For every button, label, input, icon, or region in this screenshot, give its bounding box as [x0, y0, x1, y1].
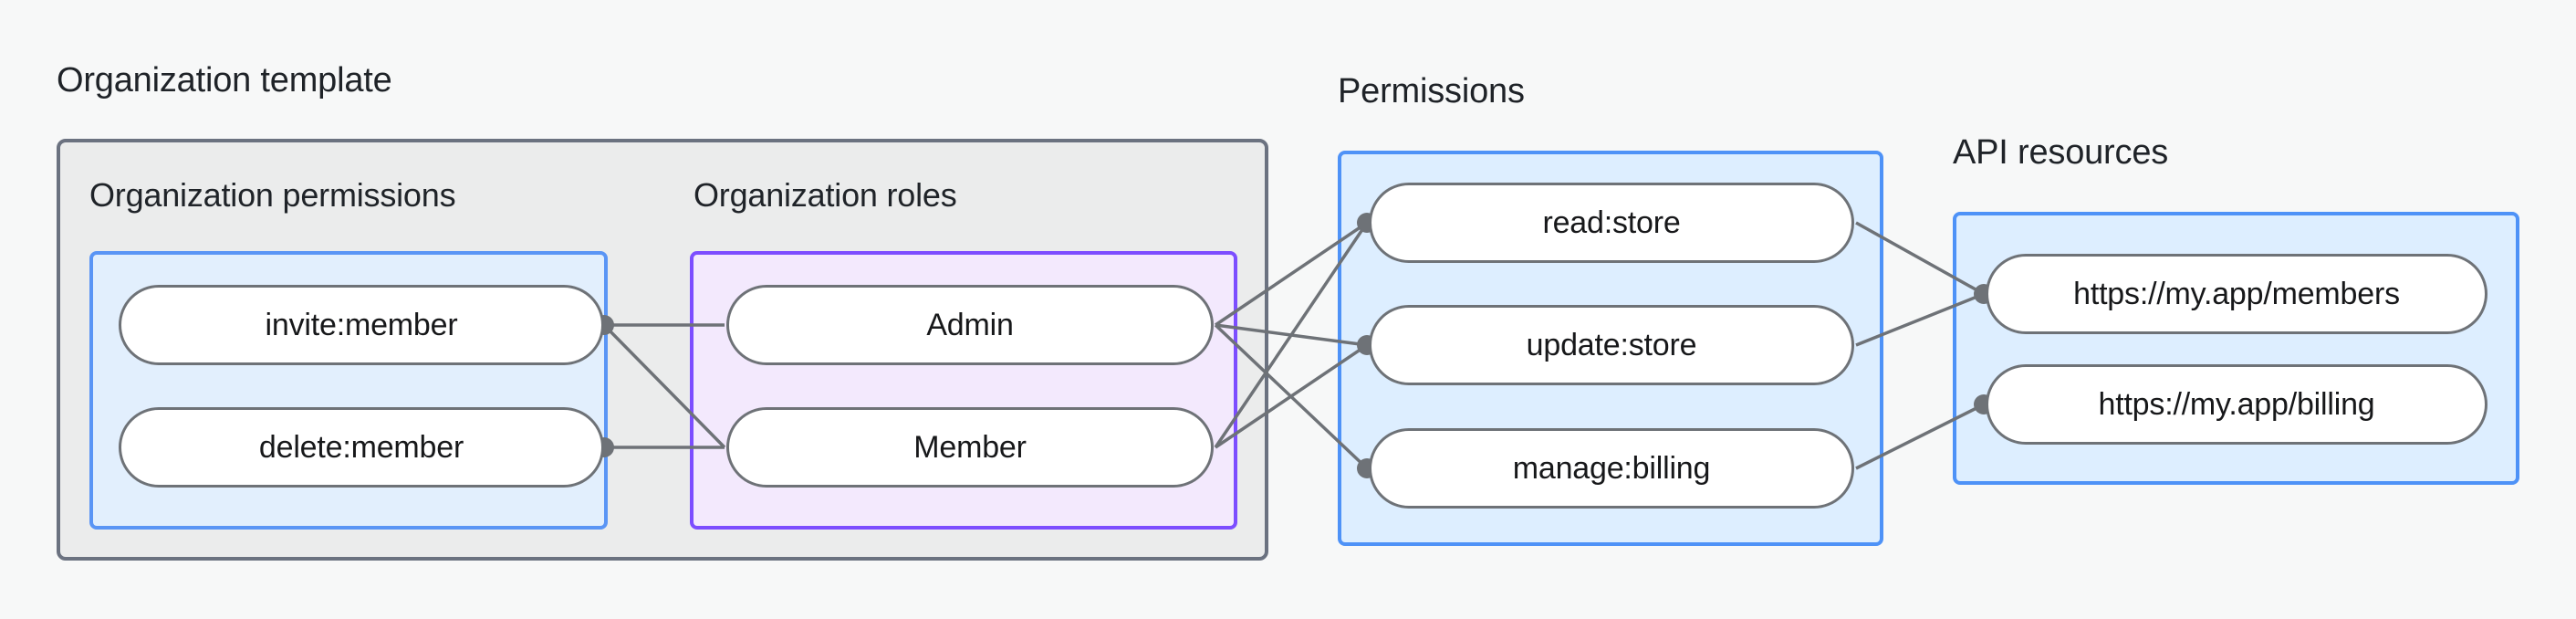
group-title-organization-roles: Organization roles [694, 176, 957, 214]
node-update-store[interactable]: update:store [1369, 305, 1854, 385]
group-title-api-resources: API resources [1953, 133, 2169, 172]
node-url-members[interactable]: https://my.app/members [1986, 254, 2487, 334]
group-title-organization-template: Organization template [57, 61, 392, 100]
node-delete-member[interactable]: delete:member [119, 407, 604, 488]
node-manage-billing[interactable]: manage:billing [1369, 428, 1854, 509]
group-title-permissions: Permissions [1338, 72, 1525, 110]
node-url-billing[interactable]: https://my.app/billing [1986, 364, 2487, 445]
node-invite-member[interactable]: invite:member [119, 285, 604, 365]
group-title-organization-permissions: Organization permissions [89, 176, 456, 214]
node-admin[interactable]: Admin [726, 285, 1214, 365]
node-member[interactable]: Member [726, 407, 1214, 488]
node-read-store[interactable]: read:store [1369, 183, 1854, 263]
